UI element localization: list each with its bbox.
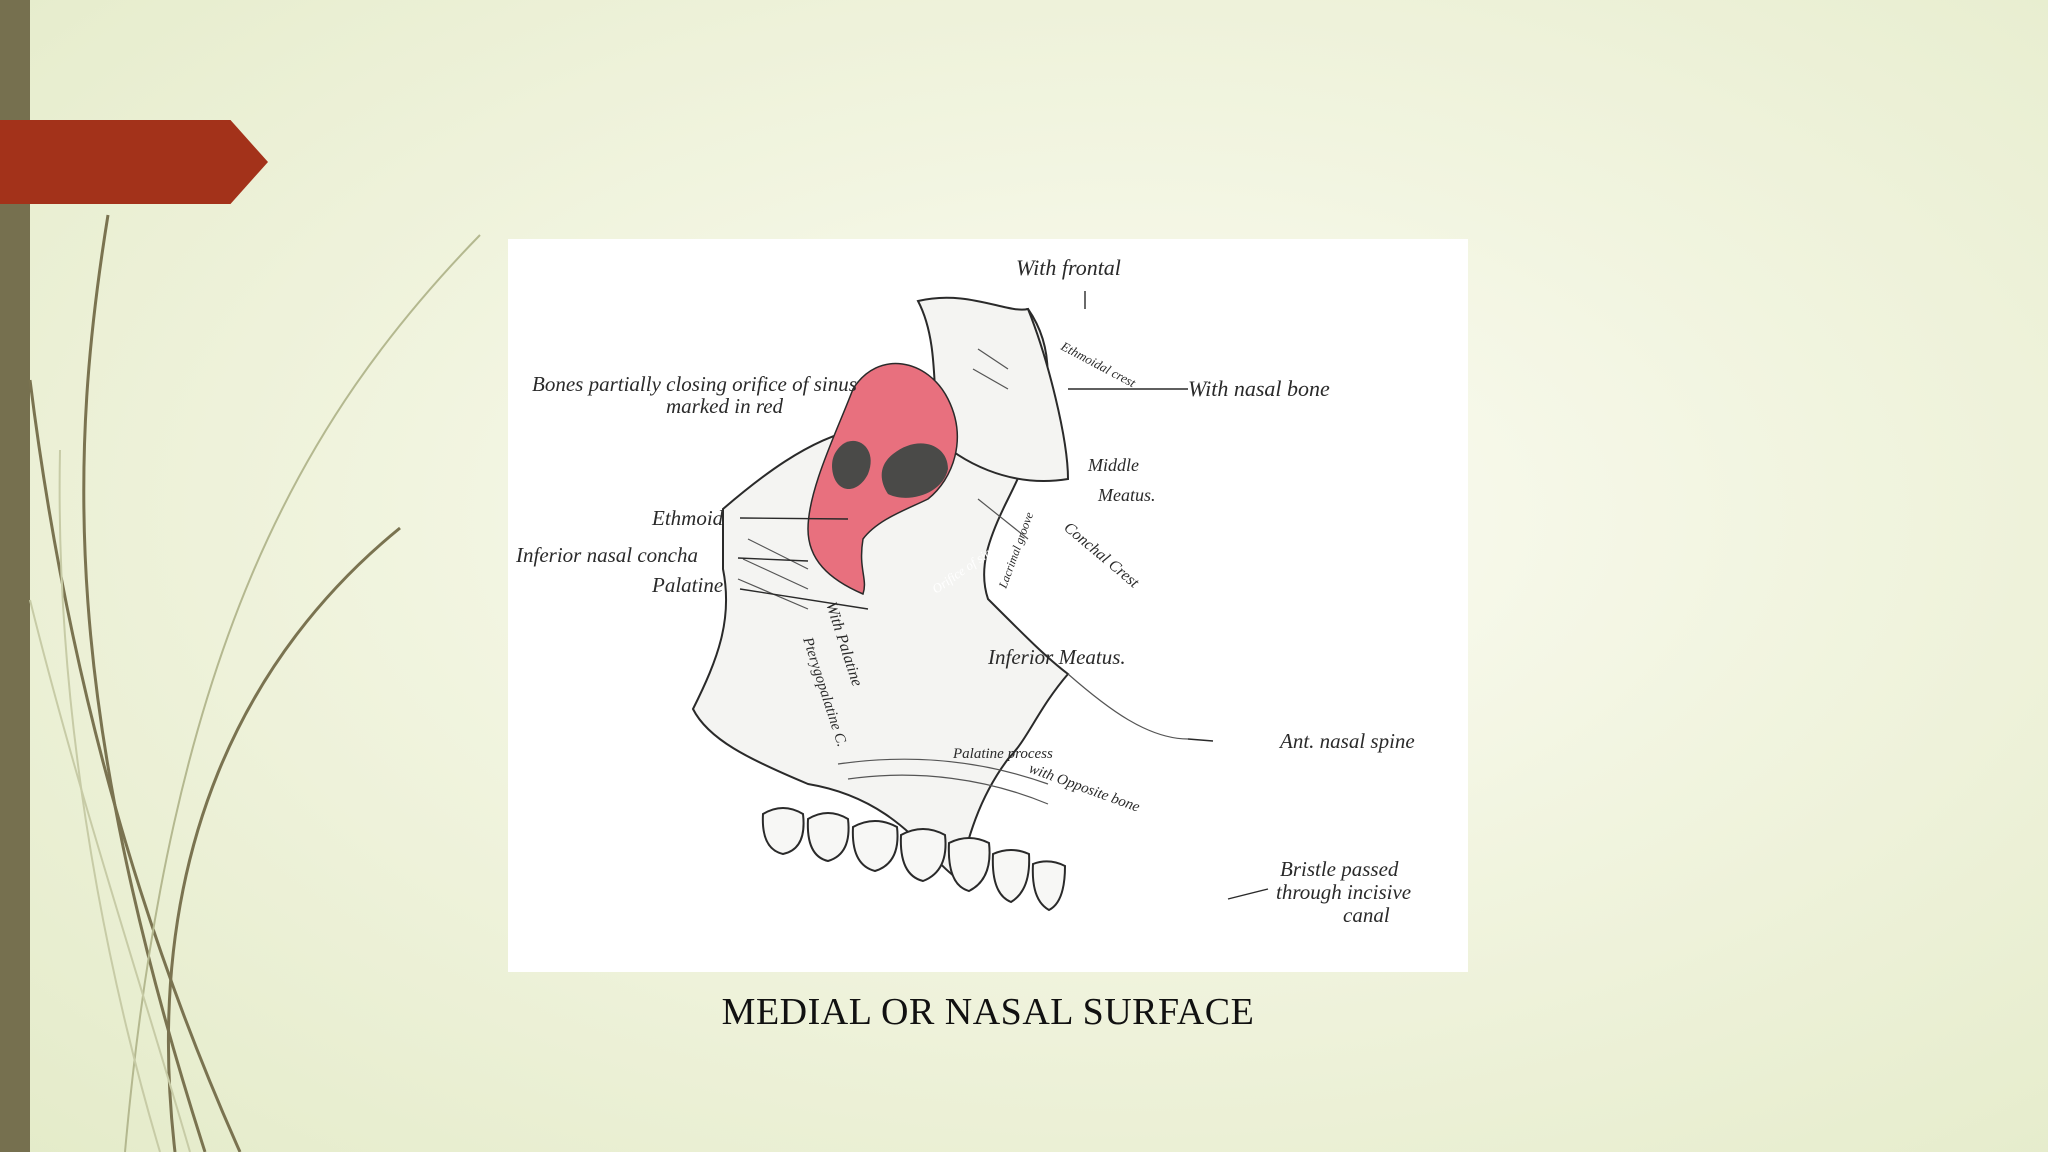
title-accent-tab xyxy=(0,120,268,204)
label-with-nasal-bone: With nasal bone xyxy=(1188,376,1330,401)
label-middle: Middle xyxy=(1087,455,1139,475)
leader-lines xyxy=(737,291,1269,900)
maxilla-illustration: With frontal With nasal bone Bones parti… xyxy=(515,255,1415,927)
label-ethmoidal-crest: Ethmoidal crest xyxy=(1058,338,1139,390)
label-bones-note-line2: marked in red xyxy=(666,394,784,418)
label-palatine: Palatine xyxy=(651,573,723,597)
label-meatus: Meatus. xyxy=(1097,485,1156,505)
label-inferior-meatus: Inferior Meatus. xyxy=(987,645,1126,669)
teeth-row xyxy=(761,807,1067,912)
label-bristle-line1: Bristle passed xyxy=(1280,857,1399,881)
orifice-dark-left xyxy=(832,440,871,489)
label-with-opposite-bone: with Opposite bone xyxy=(1027,761,1142,816)
label-with-frontal: With frontal xyxy=(1016,255,1121,280)
label-conchal-crest: Conchal Crest xyxy=(1060,519,1142,592)
orifice-dark-right xyxy=(881,443,948,498)
figure-caption: MEDIAL OR NASAL SURFACE xyxy=(721,991,1255,1033)
label-inferior-nasal-concha: Inferior nasal concha xyxy=(515,543,698,567)
label-bristle-line3: canal xyxy=(1343,903,1390,927)
label-bristle-line2: through incisive xyxy=(1276,880,1411,904)
decorative-curves xyxy=(28,214,481,1152)
label-ethmoid: Ethmoid xyxy=(651,506,724,530)
anatomy-figure: With frontal With nasal bone Bones parti… xyxy=(508,239,1468,972)
shading-lines xyxy=(737,348,1189,805)
label-bones-note-line1: Bones partially closing orifice of sinus xyxy=(532,372,857,396)
label-palatine-process: Palatine process xyxy=(952,746,1053,762)
label-ant-nasal-spine: Ant. nasal spine xyxy=(1278,729,1415,753)
